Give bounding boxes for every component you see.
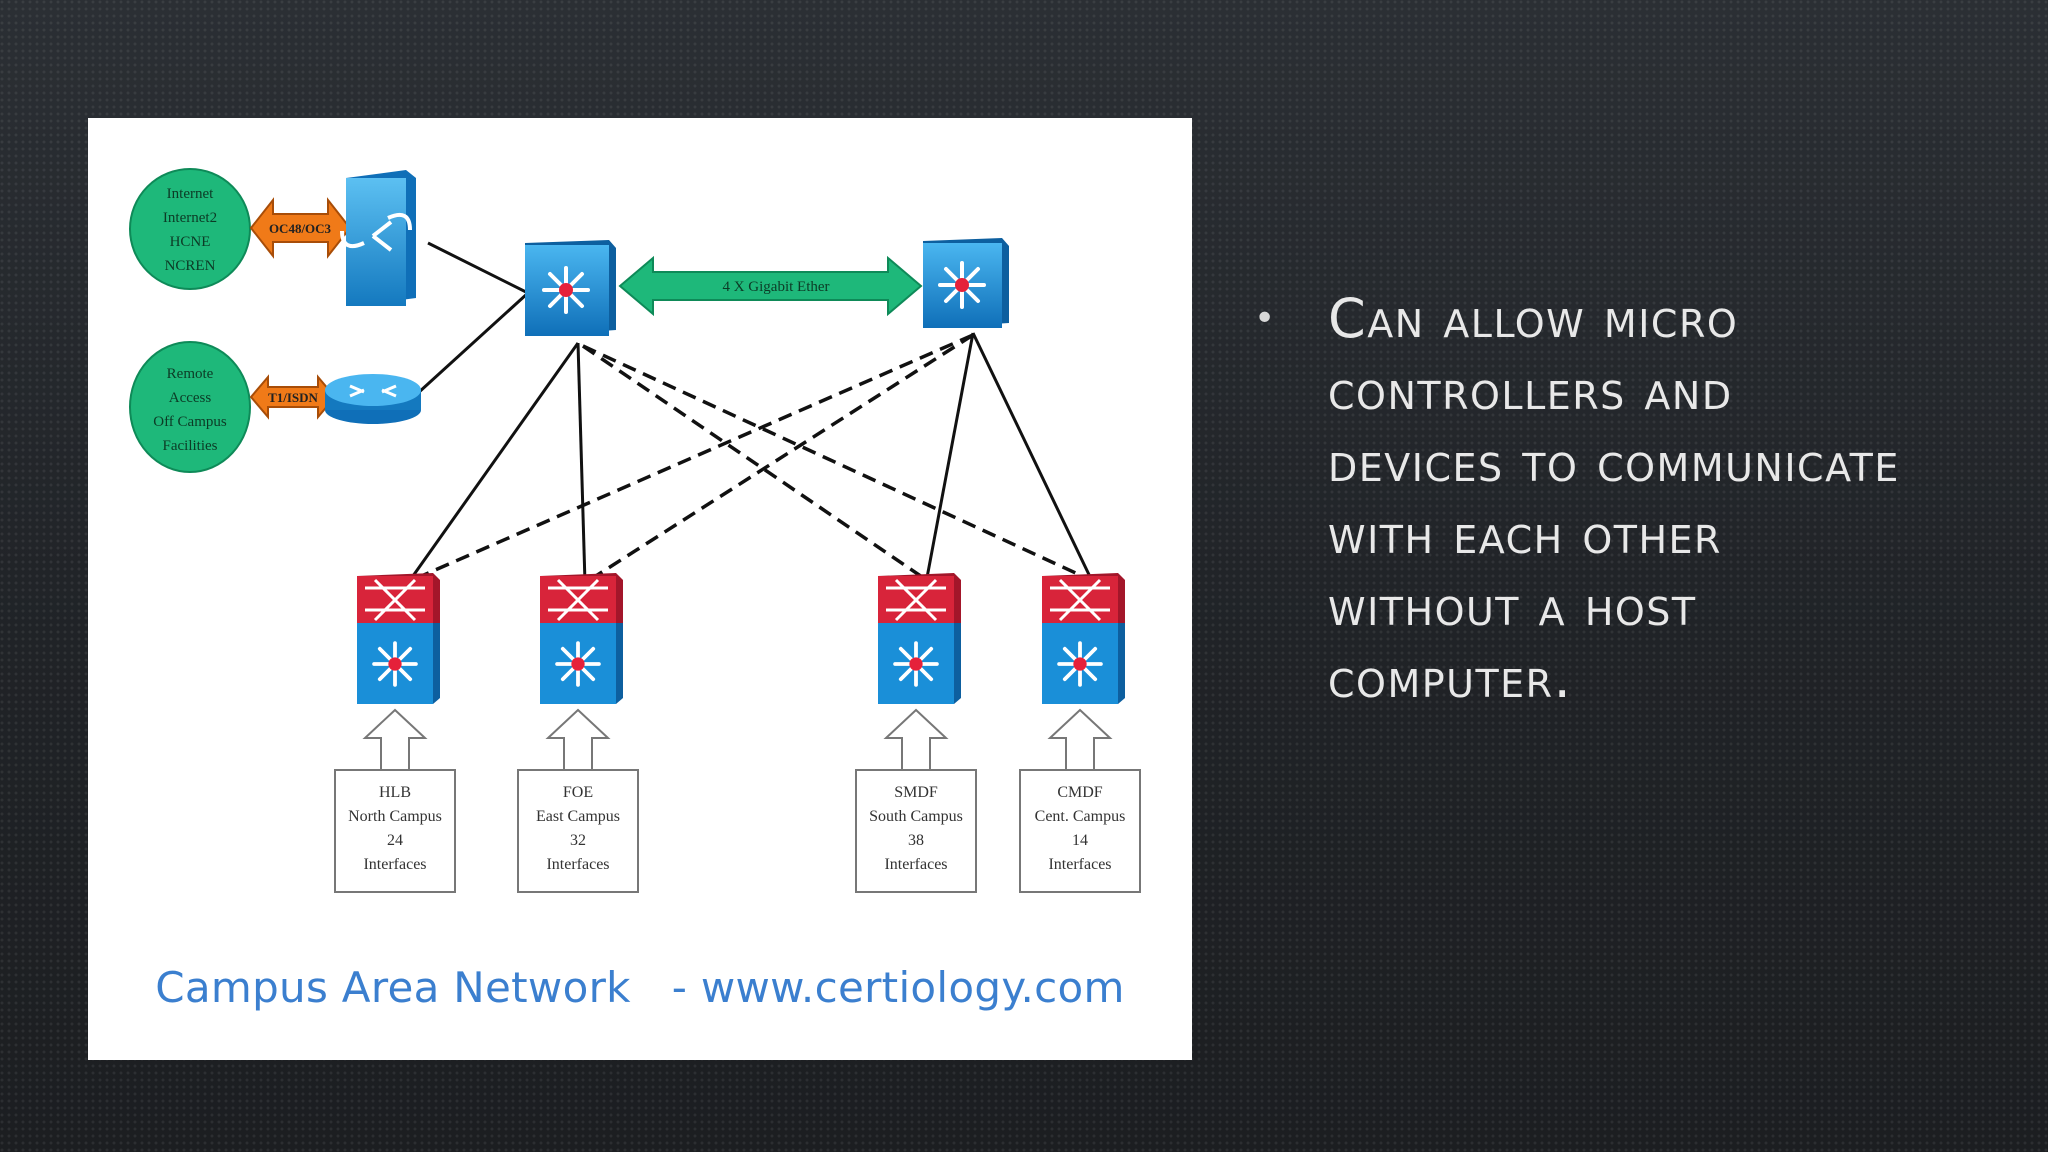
wan-link-arrow: OC48/OC3	[249, 197, 352, 259]
bullet-point-icon: •	[1254, 298, 1277, 339]
link-core-left-to-foe	[576, 342, 587, 584]
remote-label-line2: Access	[169, 390, 212, 406]
building-box-smdf	[855, 769, 977, 893]
building-cmdf-campus: Cent. Campus	[1035, 808, 1126, 825]
internet-cloud: Internet Internet2 HCNE NCREN	[129, 168, 251, 290]
building-foe-name: FOE	[563, 784, 593, 801]
uplink-arrow-foe-icon	[545, 708, 611, 771]
network-diagram-image: Internet Internet2 HCNE NCREN Remote Acc…	[88, 118, 1192, 1060]
dashed-core-right-to-foe	[587, 333, 974, 583]
building-hlb-count: 24	[387, 832, 403, 849]
dashed-core-left-to-cmdf	[582, 344, 1094, 583]
building-cmdf-unit: Interfaces	[1048, 856, 1111, 873]
campus-network-diagram: Internet Internet2 HCNE NCREN Remote Acc…	[129, 168, 1141, 893]
building-box-foe	[517, 769, 639, 893]
gigabit-link-label: 4 X Gigabit Ether	[722, 279, 829, 295]
link-core-left-to-hlb	[406, 342, 580, 584]
remote-label-line3: Off Campus	[153, 414, 227, 430]
distribution-switch-foe-icon	[540, 573, 623, 704]
building-smdf-unit: Interfaces	[884, 856, 947, 873]
distribution-switch-smdf-icon	[878, 573, 961, 704]
building-hlb-name: HLB	[379, 784, 411, 801]
uplink-arrow-smdf-icon	[883, 708, 949, 771]
building-foe-unit: Interfaces	[546, 856, 609, 873]
building-cmdf-name: CMDF	[1057, 784, 1102, 801]
core-switch-left-icon	[525, 240, 616, 336]
building-hlb-unit: Interfaces	[363, 856, 426, 873]
building-cmdf-count: 14	[1072, 832, 1088, 849]
link-core-right-to-smdf	[924, 332, 975, 584]
bullet-list: • Can allow micro controllers and device…	[1254, 283, 1920, 715]
caption-title: Campus Area Network	[155, 963, 631, 1012]
uplink-arrow-hlb-icon	[362, 708, 428, 771]
building-hlb-campus: North Campus	[348, 808, 442, 825]
dashed-links	[409, 333, 1094, 583]
core-switch-right-icon	[923, 238, 1009, 328]
distribution-switch-cmdf-icon	[1042, 573, 1125, 704]
link-remote-router-to-core	[416, 291, 530, 395]
wan-router-icon	[340, 170, 416, 306]
solid-links	[406, 241, 1095, 584]
building-box-cmdf	[1019, 769, 1141, 893]
internet-label-line1: Internet	[167, 186, 214, 202]
remote-label-line4: Facilities	[163, 438, 218, 454]
internet-label-line2: Internet2	[163, 210, 217, 226]
gigabit-link-arrow: 4 X Gigabit Ether	[618, 255, 923, 317]
remote-label-line1: Remote	[167, 366, 214, 382]
caption-url: - www.certiology.com	[671, 963, 1125, 1012]
dashed-core-right-to-hlb	[409, 333, 974, 583]
building-box-hlb	[334, 769, 456, 893]
building-smdf-campus: South Campus	[869, 808, 963, 825]
link-core-right-to-cmdf	[971, 332, 1095, 584]
remote-router-icon	[325, 374, 421, 424]
dashed-core-left-to-smdf	[582, 344, 929, 583]
diagram-caption: Campus Area Network - www.certiology.com	[88, 963, 1192, 1012]
uplink-arrow-cmdf-icon	[1047, 708, 1113, 771]
bullet-text: Can allow micro controllers and devices …	[1328, 287, 1900, 710]
building-foe-count: 32	[570, 832, 586, 849]
wan-link-label: OC48/OC3	[269, 221, 332, 236]
building-smdf-count: 38	[908, 832, 924, 849]
internet-label-line4: NCREN	[165, 258, 216, 274]
remote-link-arrow: T1/ISDN	[249, 374, 337, 420]
remote-link-label: T1/ISDN	[268, 390, 318, 405]
remote-access-cloud: Remote Access Off Campus Facilities	[129, 341, 251, 473]
link-wan-router-to-core	[427, 241, 529, 295]
internet-label-line3: HCNE	[170, 234, 211, 250]
building-foe-campus: East Campus	[536, 808, 620, 825]
building-smdf-name: SMDF	[894, 784, 938, 801]
distribution-switch-hlb-icon	[357, 573, 440, 704]
